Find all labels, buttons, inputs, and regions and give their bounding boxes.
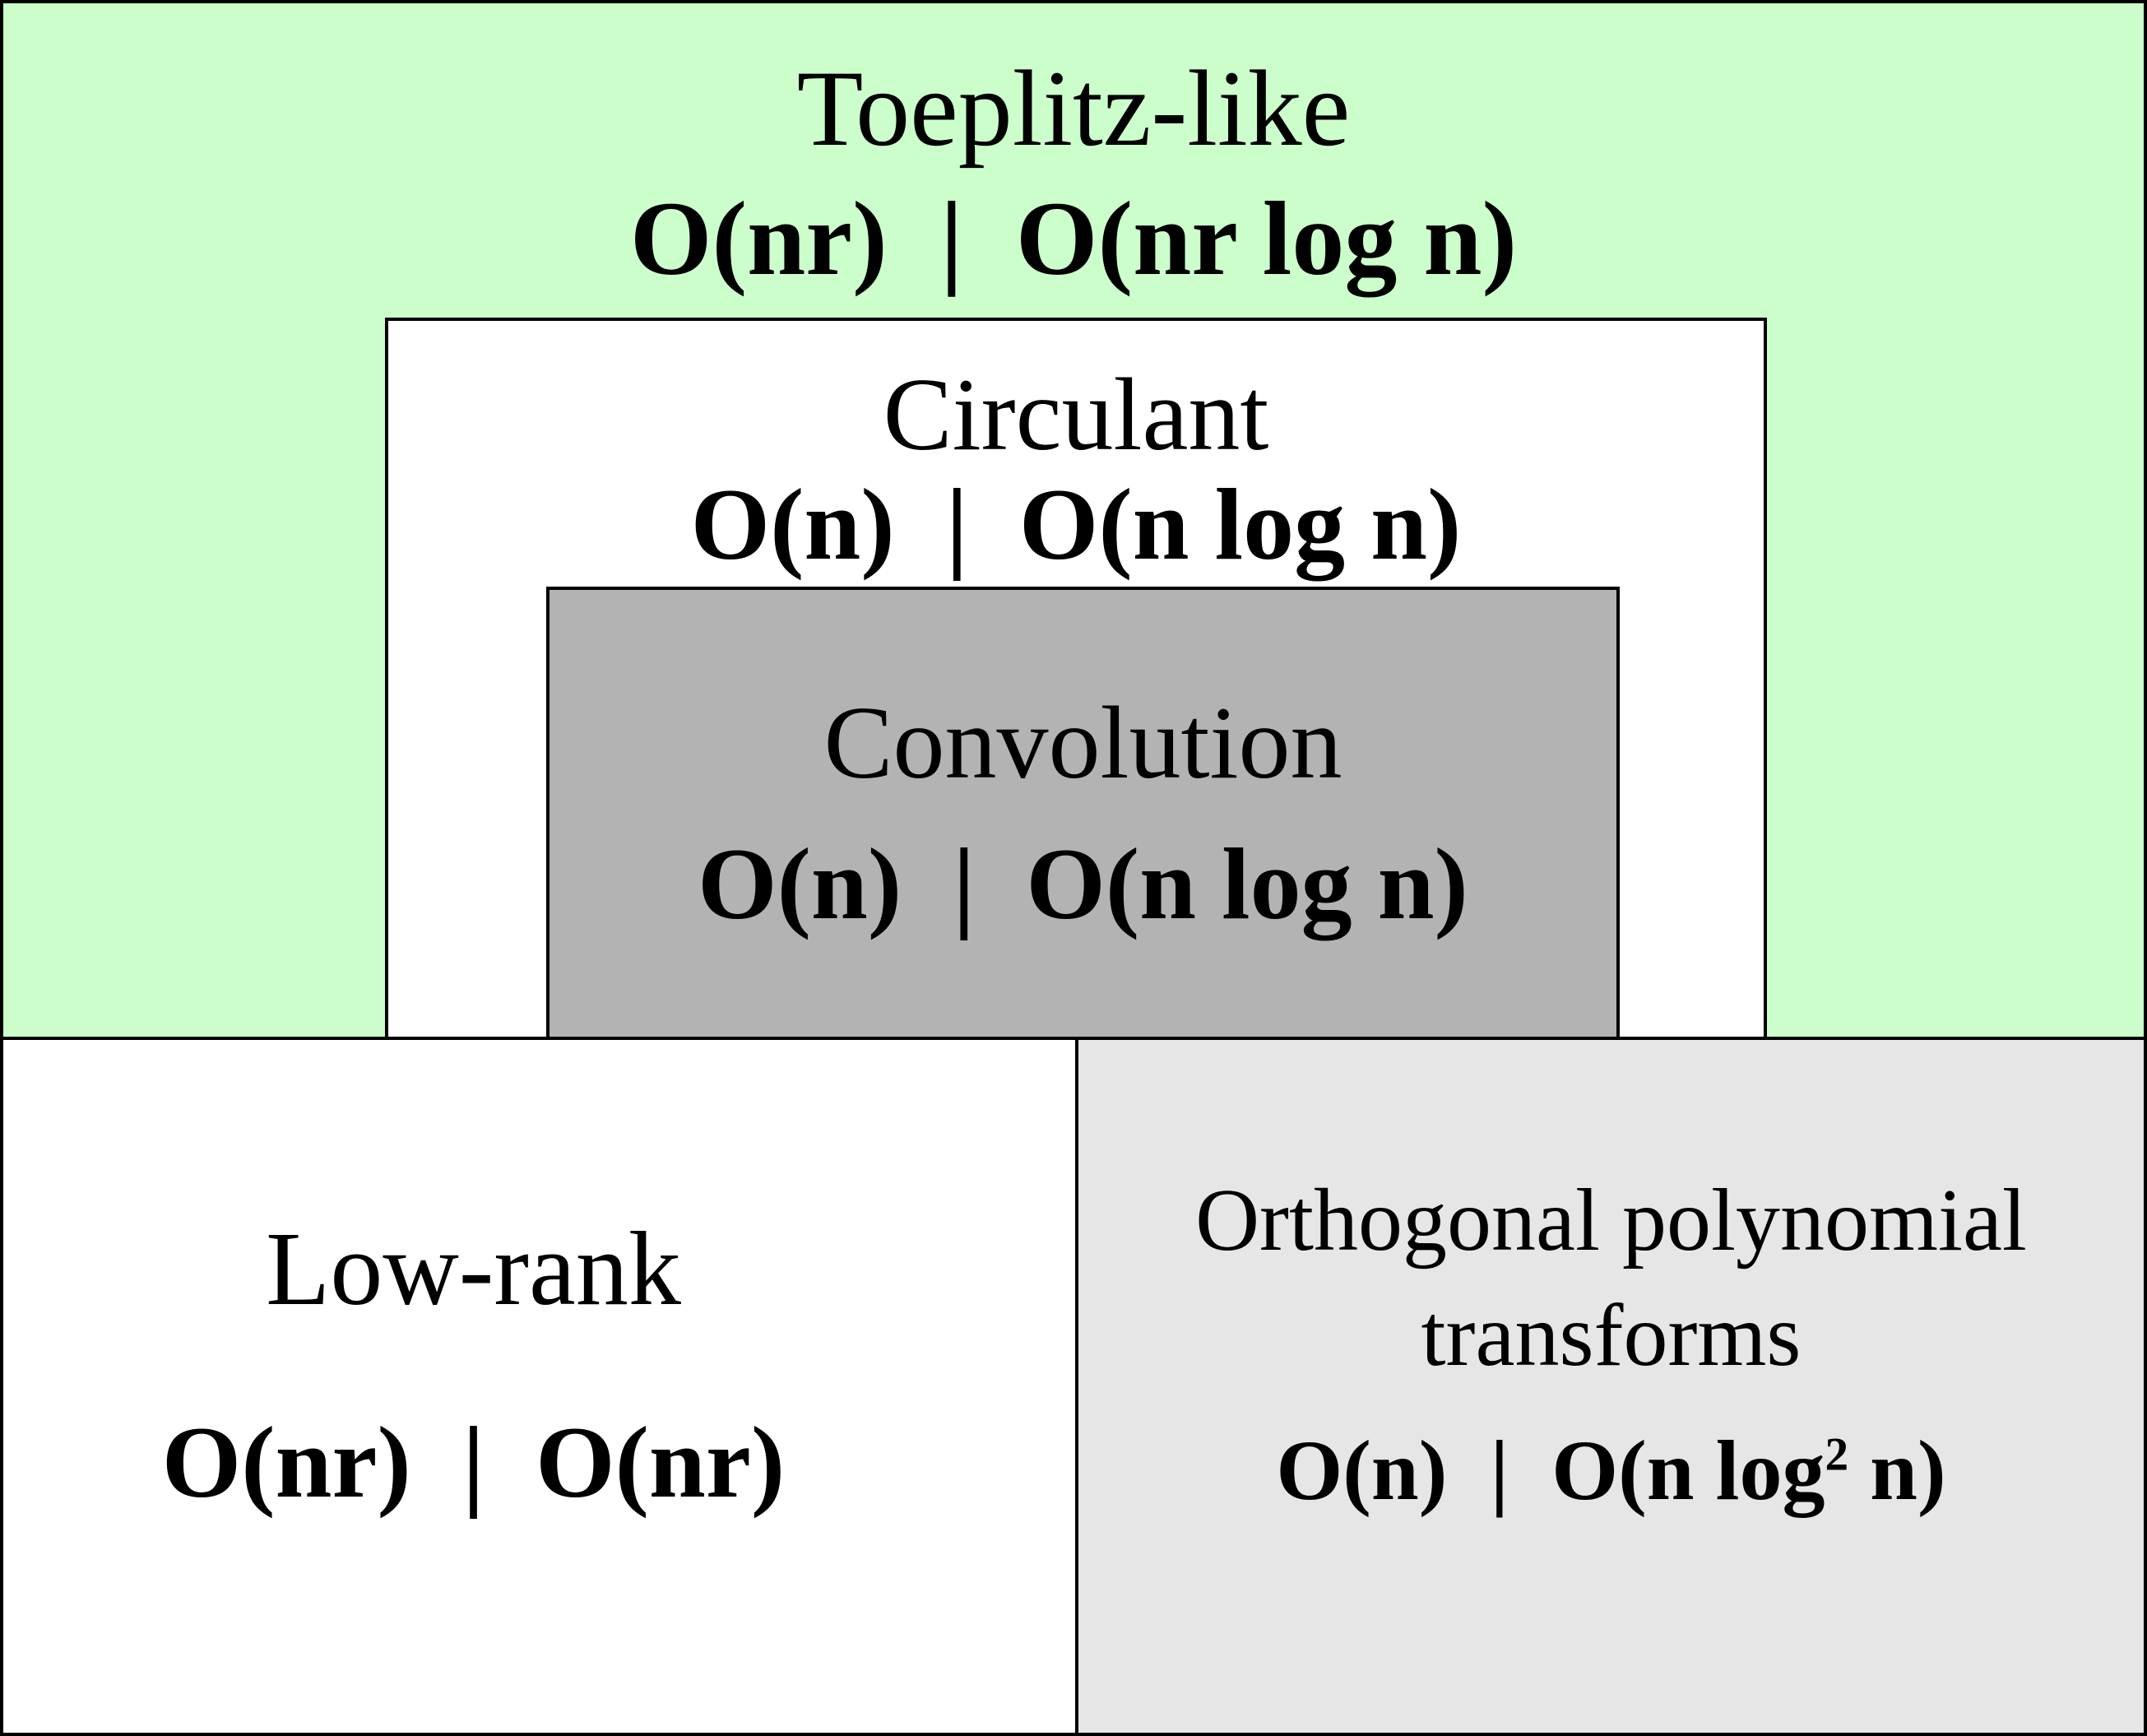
orthogonal-complexity-exponent: 2: [1825, 1428, 1849, 1481]
convolution-label: Convolution: [823, 686, 1342, 801]
convolution-region: Convolution O(n) | O(n log n): [546, 587, 1620, 1040]
circulant-label: Circulant: [883, 358, 1269, 472]
convolution-complexity: O(n) | O(n log n): [698, 828, 1468, 940]
toeplitz-like-label: Toeplitz-like: [796, 48, 1351, 169]
orthogonal-polynomial-complexity: O(n) | O(n log2 n): [1078, 1428, 2144, 1514]
circulant-complexity: O(n) | O(n log n): [690, 468, 1462, 581]
orthogonal-polynomial-region: Orthogonal polynomial transforms O(n) | …: [1075, 1037, 2147, 1736]
toeplitz-like-complexity: O(nr) | O(nr log n): [629, 180, 1518, 297]
orthogonal-complexity-main: O(n) | O(n log: [1276, 1423, 1825, 1518]
low-rank-complexity: O(nr) | O(nr): [161, 1406, 786, 1519]
orthogonal-polynomial-label-line1: Orthogonal polynomial: [1195, 1172, 2027, 1270]
orthogonal-polynomial-label-line2: transforms: [1421, 1287, 1802, 1385]
orthogonal-complexity-tail: n): [1848, 1423, 1946, 1518]
low-rank-label: Low-rank: [266, 1210, 681, 1327]
low-rank-region: Low-rank O(nr) | O(nr): [0, 1037, 1078, 1736]
